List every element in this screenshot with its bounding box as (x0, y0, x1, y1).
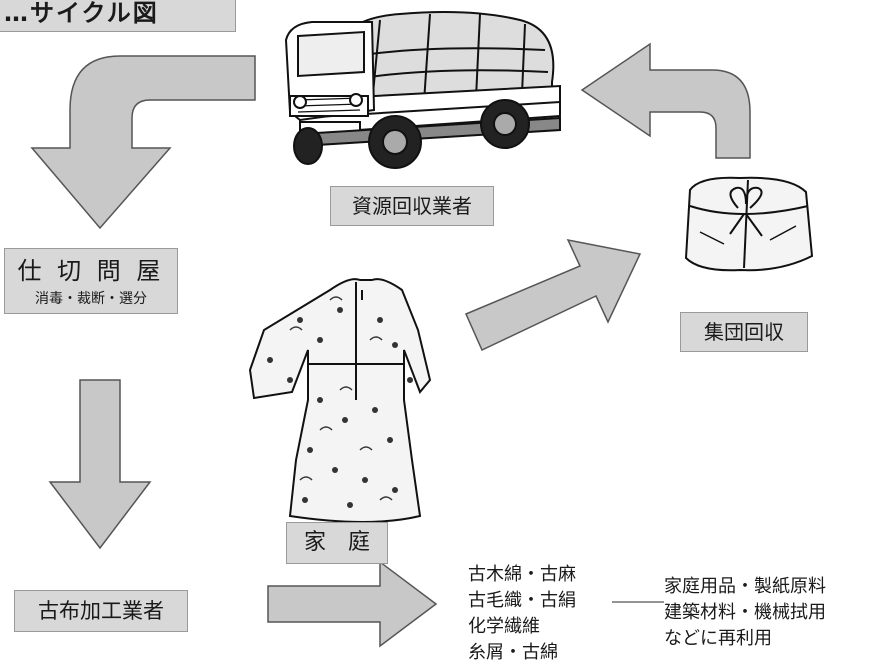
sorter-label: 仕 切 問 屋 消毒・裁断・選分 (4, 248, 178, 314)
materials-list: 古木綿・古麻 古毛織・古絹 化学繊維 糸屑・古綿 (468, 562, 576, 666)
dress-icon (248, 278, 432, 523)
group-label: 集団回収 (680, 312, 808, 352)
use-item: などに再利用 (664, 628, 772, 649)
arrow-sorter-to-processor (48, 379, 152, 550)
connector-line (612, 601, 664, 603)
material-item: 糸屑・古綿 (468, 642, 558, 663)
bundle-icon (684, 176, 814, 272)
material-item: 古木綿・古麻 (468, 564, 576, 585)
collector-label: 資源回収業者 (330, 186, 494, 226)
household-label: 家 庭 (286, 522, 388, 564)
material-item: 古毛織・古絹 (468, 590, 576, 611)
uses-list: 家庭用品・製紙原料 建築材料・機械拭用 などに再利用 (664, 574, 826, 652)
truck-icon (284, 11, 561, 169)
sorter-name: 仕 切 問 屋 (17, 257, 165, 285)
arrow-truck-to-sorter (30, 55, 256, 230)
arrow-processor-to-materials (267, 560, 438, 648)
page-title: …サイクル図 (0, 0, 236, 32)
material-item: 化学繊維 (468, 616, 540, 637)
processor-label: 古布加工業者 (14, 590, 188, 632)
use-item: 家庭用品・製紙原料 (664, 576, 826, 597)
sorter-subtitle: 消毒・裁断・選分 (35, 291, 147, 307)
use-item: 建築材料・機械拭用 (664, 602, 826, 623)
arrow-household-to-group (465, 238, 642, 352)
arrow-group-to-collector (580, 42, 751, 159)
